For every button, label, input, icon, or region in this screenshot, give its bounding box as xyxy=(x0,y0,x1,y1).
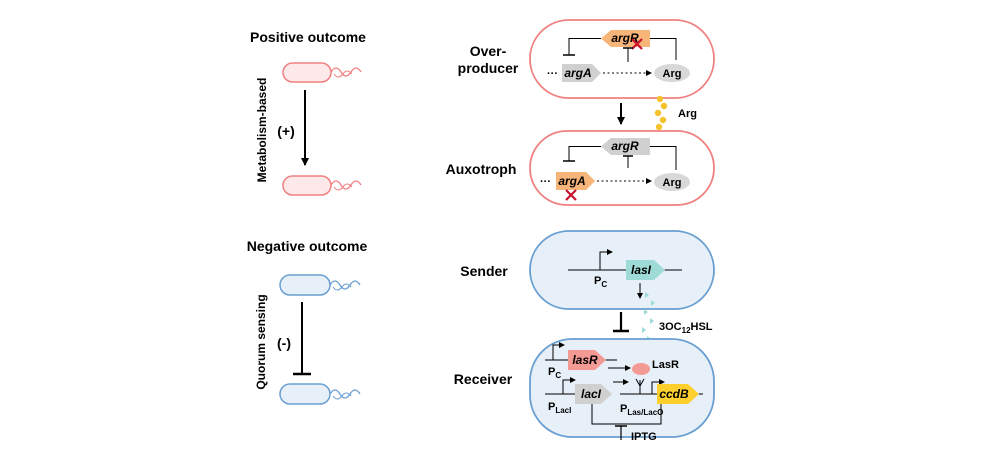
receiver-lacI-label: lacI xyxy=(581,387,602,401)
svg-text:···: ··· xyxy=(540,176,551,188)
positive-mechanism-label: Metabolism-based xyxy=(255,78,269,183)
negative-top-cell-icon xyxy=(279,274,331,296)
positive-bottom-cell-icon xyxy=(282,175,332,196)
sender-label: Sender xyxy=(460,263,508,279)
receiver-ccdB-gene xyxy=(657,384,699,404)
arg-exchange: Arg xyxy=(617,95,697,131)
auxotroph-argA-gene xyxy=(556,172,595,190)
receiver-ccdB-label: ccdB xyxy=(659,387,689,401)
svg-text:PC: PC xyxy=(548,366,561,380)
auxotroph-arg-label: Arg xyxy=(663,177,682,189)
overproducer-argR-label: argR xyxy=(611,31,639,45)
iptg-bracket xyxy=(591,404,662,425)
positive-outcome-panel: Positive outcome (+) Metabolism-based xyxy=(250,29,366,196)
positive-top-flagellum-icon xyxy=(330,67,362,77)
overproducer-arg-label: Arg xyxy=(663,68,682,80)
negative-mechanism-label: Quorum sensing xyxy=(254,294,268,389)
overproducer-cell: Over- producer argR ··· argA Arg xyxy=(458,19,715,99)
negative-sign: (-) xyxy=(277,335,291,351)
overproducer-repression-line xyxy=(568,38,601,55)
signal-name-sub: 12 xyxy=(682,326,691,335)
receiver-pc-promoter-icon xyxy=(552,342,565,360)
receiver-placi-label: P xyxy=(548,401,555,413)
auxotroph-cell: Auxotroph argR ··· argA Arg xyxy=(446,130,715,206)
signal-name-pre: 3OC xyxy=(659,321,682,333)
signal-name-post: HSL xyxy=(691,321,713,333)
auxotroph-label: Auxotroph xyxy=(446,161,517,177)
auxotroph-argR-label: argR xyxy=(611,139,639,153)
sender-cell: Sender PC lasI xyxy=(460,230,715,310)
exchange-arg-label: Arg xyxy=(678,108,697,120)
sender-lasI-label: lasI xyxy=(631,263,652,277)
negative-bottom-cell-icon xyxy=(279,383,331,405)
overproducer-arg-metabolite xyxy=(654,64,690,82)
sender-lasI-gene xyxy=(626,260,665,280)
svg-text:PLas/LacO: PLas/LacO xyxy=(620,403,663,417)
overproducer-label-line1: Over- xyxy=(470,43,507,59)
positive-outcome-title: Positive outcome xyxy=(250,29,366,45)
receiver-cell: Receiver PC lasR LasR PLacI lacI PLas/La… xyxy=(454,338,715,443)
svg-text:PC: PC xyxy=(594,275,607,289)
auxotroph-argR-gene xyxy=(601,138,650,155)
receiver-label: Receiver xyxy=(454,371,513,387)
negative-bottom-flagellum-icon xyxy=(329,389,361,399)
svg-text:PLacI: PLacI xyxy=(548,401,571,415)
sender-promoter-label: P xyxy=(594,275,601,287)
svg-text:3OC12HSL: 3OC12HSL xyxy=(659,321,713,335)
receiver-lasR-gene xyxy=(568,350,606,370)
receiver-plas-label: P xyxy=(620,403,627,415)
lasR-protein-icon xyxy=(632,363,650,375)
argA-knockout-icon xyxy=(565,189,577,201)
receiver-lasR-label: lasR xyxy=(572,353,598,367)
positive-top-cell-icon xyxy=(282,62,332,83)
positive-sign: (+) xyxy=(277,123,295,139)
receiver-lasR-protein-label: LasR xyxy=(652,359,679,371)
overproducer-argA-gene xyxy=(562,64,601,82)
negative-outcome-panel: Negative outcome (-) Quorum sensing xyxy=(247,238,368,405)
receiver-plas-promoter-icon xyxy=(651,379,665,394)
positive-bottom-flagellum-icon xyxy=(330,180,362,190)
receiver-placi-sub: LacI xyxy=(555,406,571,415)
overproducer-argA-label: argA xyxy=(564,66,591,80)
svg-text:···: ··· xyxy=(547,68,558,80)
auxotroph-argA-label: argA xyxy=(558,174,585,188)
sender-promoter-icon xyxy=(599,249,613,270)
receiver-placi-promoter-icon xyxy=(562,377,576,394)
auxotroph-arg-metabolite xyxy=(654,173,690,191)
receiver-pc-label: P xyxy=(548,366,555,378)
receiver-lacI-gene xyxy=(575,384,612,404)
negative-top-flagellum-icon xyxy=(329,280,361,290)
argR-knockout-icon xyxy=(631,38,643,50)
receiver-pc-sub: C xyxy=(555,371,561,380)
sender-promoter-sub: C xyxy=(601,280,607,289)
negative-outcome-title: Negative outcome xyxy=(247,238,368,254)
receiver-plas-sub: Las/LacO xyxy=(627,408,663,417)
overproducer-label-line2: producer xyxy=(458,60,519,76)
receiver-iptg-label: IPTG xyxy=(631,431,657,443)
